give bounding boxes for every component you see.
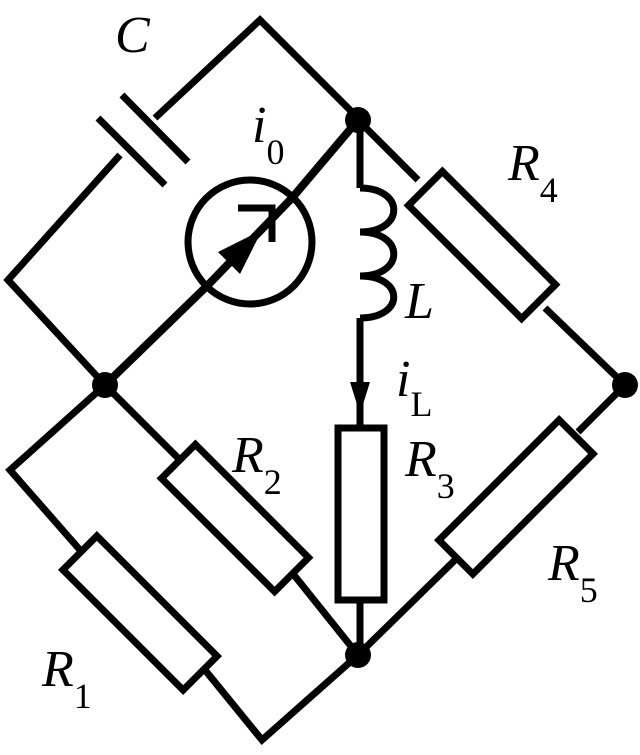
node-left <box>92 372 118 398</box>
label-inductor-current: iL <box>396 351 432 424</box>
label-r4: R4 <box>507 135 558 210</box>
node-top <box>345 107 371 133</box>
label-r1: R1 <box>41 641 92 716</box>
label-current-source: i0 <box>252 97 284 172</box>
resistor-r2 <box>156 439 314 597</box>
capacitor-plate-2 <box>119 92 191 165</box>
node-right <box>612 372 638 398</box>
wire-left-to-capacitor <box>3 152 123 388</box>
node-bottom <box>345 642 371 668</box>
wire-left-to-r1 <box>5 382 108 553</box>
label-r5: R5 <box>547 535 598 610</box>
wire-top-to-r4 <box>355 117 421 183</box>
wire-left-to-r2 <box>102 382 183 463</box>
wire-source-upper <box>288 117 362 201</box>
label-r2: R2 <box>231 427 282 502</box>
wire-r2-to-bottom <box>287 567 361 658</box>
inductor <box>359 184 398 322</box>
wire-r1-to-bottom <box>202 652 361 746</box>
label-capacitor: C <box>115 7 151 64</box>
label-inductor: L <box>404 273 434 330</box>
wire-source-lower <box>102 282 211 388</box>
resistor-r1 <box>57 530 223 696</box>
wire-r4-to-right <box>542 305 628 388</box>
resistor-r5 <box>433 414 599 580</box>
resistor-r3 <box>334 424 388 604</box>
wire-capacitor-to-top-node <box>152 15 361 121</box>
inductor-current-arrow <box>350 382 370 414</box>
current-source-arrow <box>218 230 262 274</box>
capacitor <box>95 92 191 188</box>
label-r3: R3 <box>404 431 455 506</box>
current-source-hook <box>238 204 276 242</box>
current-source <box>184 176 316 308</box>
wire-r5-to-bottom <box>355 557 458 658</box>
resistor-r4 <box>403 166 561 324</box>
capacitor-plate-1 <box>95 115 168 188</box>
